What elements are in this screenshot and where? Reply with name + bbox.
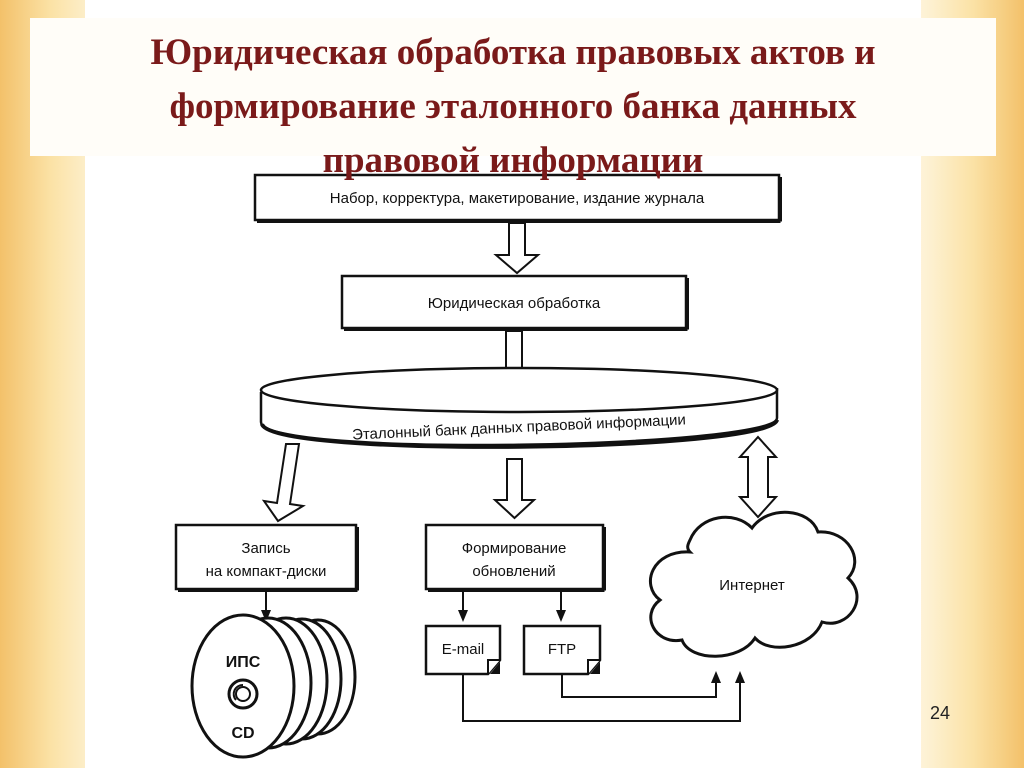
connector-email-to-internet	[462, 671, 745, 722]
connector-ftp-to-internet	[561, 671, 721, 698]
cd-disk-stack: ИПС CD	[190, 613, 357, 759]
email-label: E-mail	[442, 641, 485, 658]
title-line3: правовой информации	[322, 140, 704, 181]
arrow-updates-to-email	[458, 591, 468, 622]
cd-recording-label-line2: на компакт-диски	[206, 563, 327, 580]
arrow-bank-to-cd	[261, 443, 306, 523]
slide-title: Юридическая обработка правовых актов и ф…	[30, 18, 996, 156]
typesetting-box: Набор, корректура, макетирование, издани…	[253, 173, 782, 223]
reference-bank-disk: Эталонный банк данных правовой информаци…	[259, 366, 779, 449]
title-line1: Юридическая обработка правовых актов и	[150, 32, 876, 73]
slide-number: 24	[930, 703, 951, 723]
disk-label-top: ИПС	[226, 654, 261, 671]
ftp-document: FTP	[522, 624, 602, 676]
cd-recording-label-line1: Запись	[241, 540, 290, 557]
ftp-label: FTP	[548, 641, 576, 658]
legal-processing-label: Юридическая обработка	[428, 295, 601, 312]
email-document: E-mail	[424, 624, 502, 676]
internet-label: Интернет	[719, 577, 785, 594]
arrow-bank-internet-bidirectional	[737, 435, 779, 519]
arrow-cd-to-disks	[261, 591, 271, 622]
arrow-updates-to-ftp	[556, 591, 566, 622]
typesetting-label: Набор, корректура, макетирование, издани…	[330, 190, 705, 207]
arrow-typesetting-to-legal	[493, 222, 541, 275]
internet-cloud: Интернет	[649, 510, 859, 658]
updates-label-line2: обновлений	[472, 563, 555, 580]
updates-label-line1: Формирование	[462, 540, 567, 557]
title-line2: формирование эталонного банка данных	[169, 86, 857, 127]
disk-label-bottom: CD	[231, 725, 254, 742]
updates-box: Формирование обновлений	[424, 523, 606, 592]
legal-processing-box: Юридическая обработка	[340, 274, 689, 331]
arrow-bank-to-updates	[492, 458, 537, 520]
cd-recording-box: Запись на компакт-диски	[174, 523, 359, 592]
disk-center-icon	[227, 678, 259, 710]
